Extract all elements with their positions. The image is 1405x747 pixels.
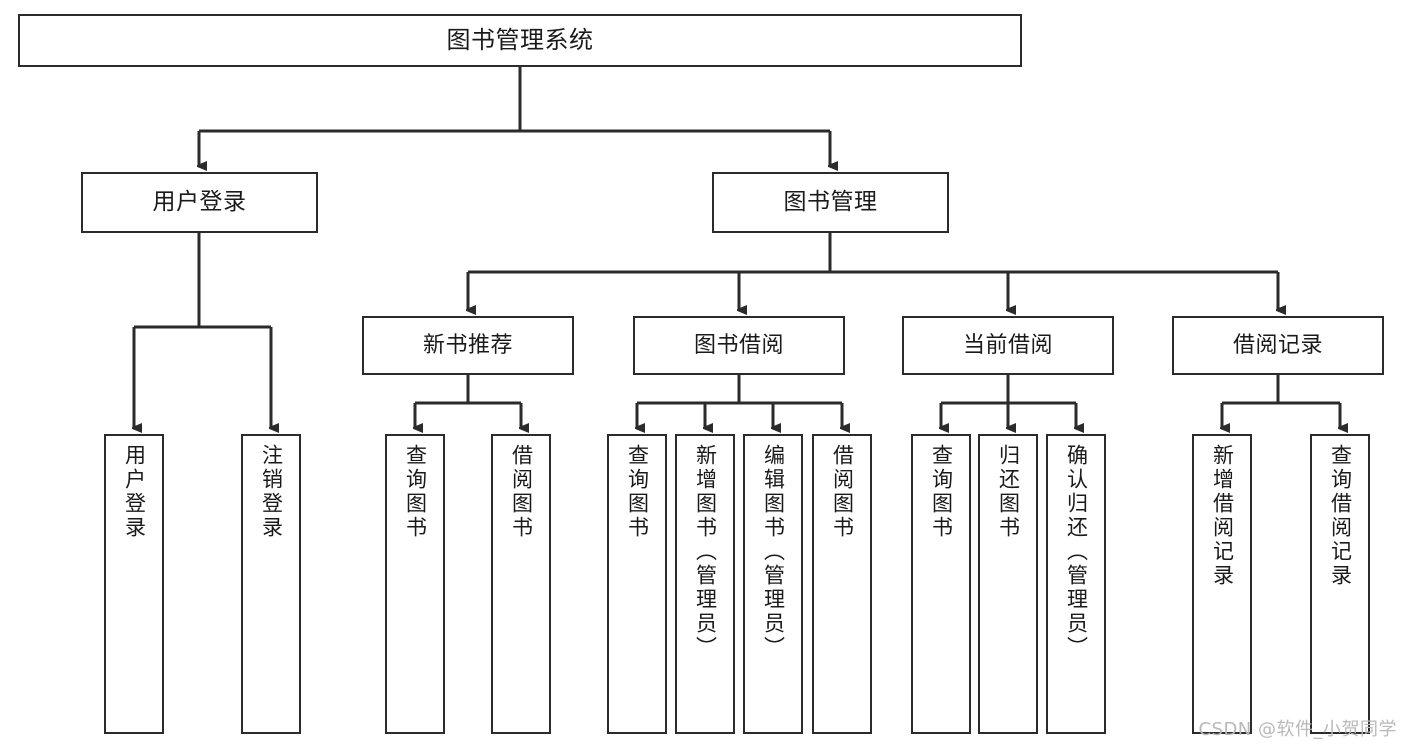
node-leaf-user-login[interactable]: 用户登录 (104, 434, 164, 734)
node-book-borrow[interactable]: 图书借阅 (633, 316, 845, 375)
node-leaf-query-book-2-label: 查询图书 (625, 444, 650, 540)
node-leaf-query-book-3[interactable]: 查询图书 (911, 434, 971, 734)
node-leaf-query-book-3-label: 查询图书 (929, 444, 954, 540)
node-leaf-query-book-2[interactable]: 查询图书 (607, 434, 667, 734)
node-leaf-add-book[interactable]: 新增图书（管理员） (675, 434, 735, 734)
node-leaf-borrow-book-1[interactable]: 借阅图书 (491, 434, 551, 734)
node-leaf-query-book-1-label: 查询图书 (403, 444, 428, 540)
node-borrow-record[interactable]: 借阅记录 (1172, 316, 1384, 375)
node-leaf-user-login-label: 用户登录 (122, 444, 147, 540)
node-leaf-borrow-book-2-label: 借阅图书 (830, 444, 855, 540)
node-leaf-edit-book[interactable]: 编辑图书（管理员） (743, 434, 803, 734)
watermark-text: CSDN @软件_小贺同学 (1198, 719, 1397, 740)
node-new-book-recommend-label: 新书推荐 (422, 332, 513, 358)
node-current-borrow-label: 当前借阅 (962, 332, 1053, 358)
node-leaf-query-record[interactable]: 查询借阅记录 (1310, 434, 1370, 734)
node-leaf-query-book-1[interactable]: 查询图书 (385, 434, 445, 734)
node-leaf-borrow-book-2[interactable]: 借阅图书 (812, 434, 872, 734)
node-leaf-add-record-label: 新增借阅记录 (1210, 444, 1235, 588)
node-leaf-return-book-label: 归还图书 (996, 444, 1021, 540)
node-root[interactable]: 图书管理系统 (18, 14, 1022, 67)
node-leaf-query-record-label: 查询借阅记录 (1328, 444, 1353, 588)
node-leaf-logout[interactable]: 注销登录 (241, 434, 301, 734)
node-leaf-borrow-book-1-label: 借阅图书 (509, 444, 534, 540)
node-root-label: 图书管理系统 (446, 26, 594, 55)
node-leaf-add-book-label: 新增图书（管理员） (693, 444, 718, 660)
node-user-login-label: 用户登录 (152, 188, 247, 215)
node-leaf-return-book[interactable]: 归还图书 (978, 434, 1038, 734)
node-current-borrow[interactable]: 当前借阅 (902, 316, 1114, 375)
node-new-book-recommend[interactable]: 新书推荐 (362, 316, 574, 375)
node-leaf-confirm-return-label: 确认归还（管理员） (1064, 444, 1089, 660)
node-book-borrow-label: 图书借阅 (693, 332, 784, 358)
node-leaf-edit-book-label: 编辑图书（管理员） (761, 444, 786, 660)
node-book-management[interactable]: 图书管理 (712, 172, 949, 233)
node-leaf-confirm-return[interactable]: 确认归还（管理员） (1046, 434, 1106, 734)
node-user-login[interactable]: 用户登录 (81, 172, 318, 233)
node-leaf-logout-label: 注销登录 (259, 444, 284, 540)
node-borrow-record-label: 借阅记录 (1232, 332, 1323, 358)
node-leaf-add-record[interactable]: 新增借阅记录 (1192, 434, 1252, 734)
node-book-management-label: 图书管理 (783, 188, 878, 215)
